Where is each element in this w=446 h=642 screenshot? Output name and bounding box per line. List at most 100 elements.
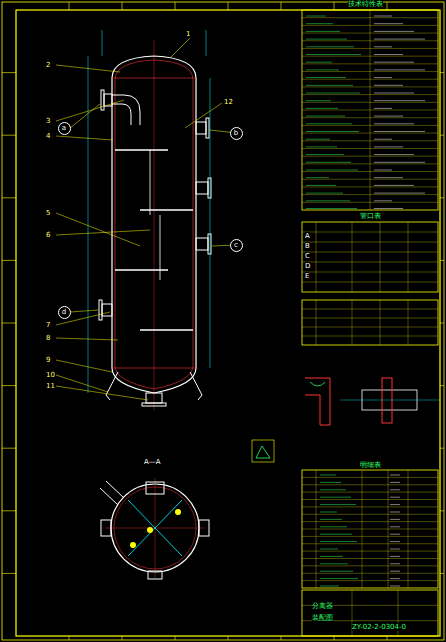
cell-fill — [374, 108, 392, 109]
zone-tick — [440, 135, 444, 136]
cell-fill — [390, 571, 400, 572]
flange — [208, 178, 211, 198]
cell-fill — [306, 131, 359, 132]
callout-letter: c — [234, 241, 238, 249]
leader-line — [56, 338, 118, 340]
cell-fill — [390, 497, 400, 498]
table-rule — [380, 222, 381, 292]
cell-fill — [390, 578, 400, 579]
cell-fill — [306, 193, 343, 194]
leader-line — [170, 38, 190, 58]
table-rule — [302, 499, 438, 500]
cell-fill — [320, 504, 356, 505]
table-rule — [302, 580, 438, 581]
callout-number: 4 — [46, 132, 50, 140]
leader-line — [56, 136, 113, 140]
cell-fill — [374, 39, 425, 40]
table-cell: D — [305, 262, 310, 270]
detail-gasket — [382, 378, 392, 423]
nozzle — [196, 122, 206, 134]
callout-letter: d — [62, 308, 66, 316]
zone-tick — [175, 2, 176, 10]
inlet-elbow — [112, 95, 140, 125]
table-rule — [302, 492, 438, 493]
cell-fill — [374, 146, 403, 147]
cell-fill — [306, 85, 353, 86]
cell-fill — [320, 563, 348, 564]
table-rule — [380, 300, 381, 345]
cell-fill — [374, 31, 414, 32]
cell-fill — [320, 586, 339, 587]
nozzle — [102, 304, 112, 316]
detail-profile — [305, 378, 330, 425]
zone-tick — [2, 135, 16, 136]
cell-fill — [320, 512, 337, 513]
cell-fill — [374, 77, 392, 78]
callout-number: 12 — [224, 98, 233, 106]
cell-fill — [374, 100, 425, 101]
cell-fill — [374, 123, 414, 124]
table-frame — [302, 222, 438, 292]
zone-tick — [2, 448, 16, 449]
callout-circle: d — [58, 306, 71, 319]
cell-fill — [306, 146, 337, 147]
cell-fill — [374, 185, 414, 186]
table-rule — [302, 477, 438, 478]
nozzle — [196, 182, 208, 194]
cell-fill — [320, 571, 353, 572]
table-cell: A — [305, 232, 310, 240]
callout-circle: a — [58, 122, 71, 135]
table-rule — [302, 506, 438, 507]
cell-fill — [306, 200, 350, 201]
cell-fill — [306, 62, 332, 63]
cell-fill — [390, 504, 400, 505]
inner-frame — [16, 10, 440, 636]
downcomer — [160, 215, 161, 280]
zone-tick — [228, 2, 229, 10]
table-frame — [302, 300, 438, 345]
cell-fill — [374, 93, 414, 94]
leader-line — [70, 104, 100, 128]
table-rule — [352, 300, 353, 345]
table-rule — [302, 318, 438, 319]
cell-fill — [306, 77, 346, 78]
zone-tick — [440, 573, 444, 574]
table-rule — [302, 573, 438, 574]
cell-fill — [374, 177, 403, 178]
cell-fill — [306, 208, 357, 209]
inlet-nozzle-section — [100, 481, 124, 505]
baffle-plate — [140, 209, 193, 210]
dimension-line — [210, 78, 211, 368]
table-cell: E — [305, 272, 309, 280]
table-heading: ZY-02-2-0304-0 — [352, 623, 406, 631]
table-rule — [316, 222, 317, 292]
cell-fill — [320, 541, 357, 542]
center-line — [340, 400, 440, 401]
table-heading: 技术特性表 — [348, 0, 383, 8]
table-rule — [302, 558, 438, 559]
table-rule — [362, 470, 363, 588]
table-frame — [302, 10, 438, 210]
leader-line — [56, 100, 124, 121]
dimension-line — [88, 56, 89, 393]
zone-tick — [387, 2, 388, 10]
table-rule — [302, 262, 438, 263]
support-dot — [130, 542, 136, 548]
table-rule — [408, 300, 409, 345]
cell-fill — [306, 108, 338, 109]
cell-fill — [374, 170, 392, 171]
cell-fill — [390, 563, 400, 564]
cell-fill — [320, 578, 358, 579]
zone-tick — [334, 2, 335, 10]
cell-fill — [390, 549, 400, 550]
table-rule — [302, 232, 438, 233]
zone-tick — [440, 510, 444, 511]
cell-fill — [374, 69, 425, 70]
downcomer — [150, 150, 151, 215]
cell-fill — [374, 85, 403, 86]
table-rule — [370, 10, 371, 210]
baffle-plate — [115, 149, 168, 150]
nozzle-section — [148, 571, 162, 579]
zone-tick — [228, 636, 229, 640]
cell-fill — [306, 31, 340, 32]
